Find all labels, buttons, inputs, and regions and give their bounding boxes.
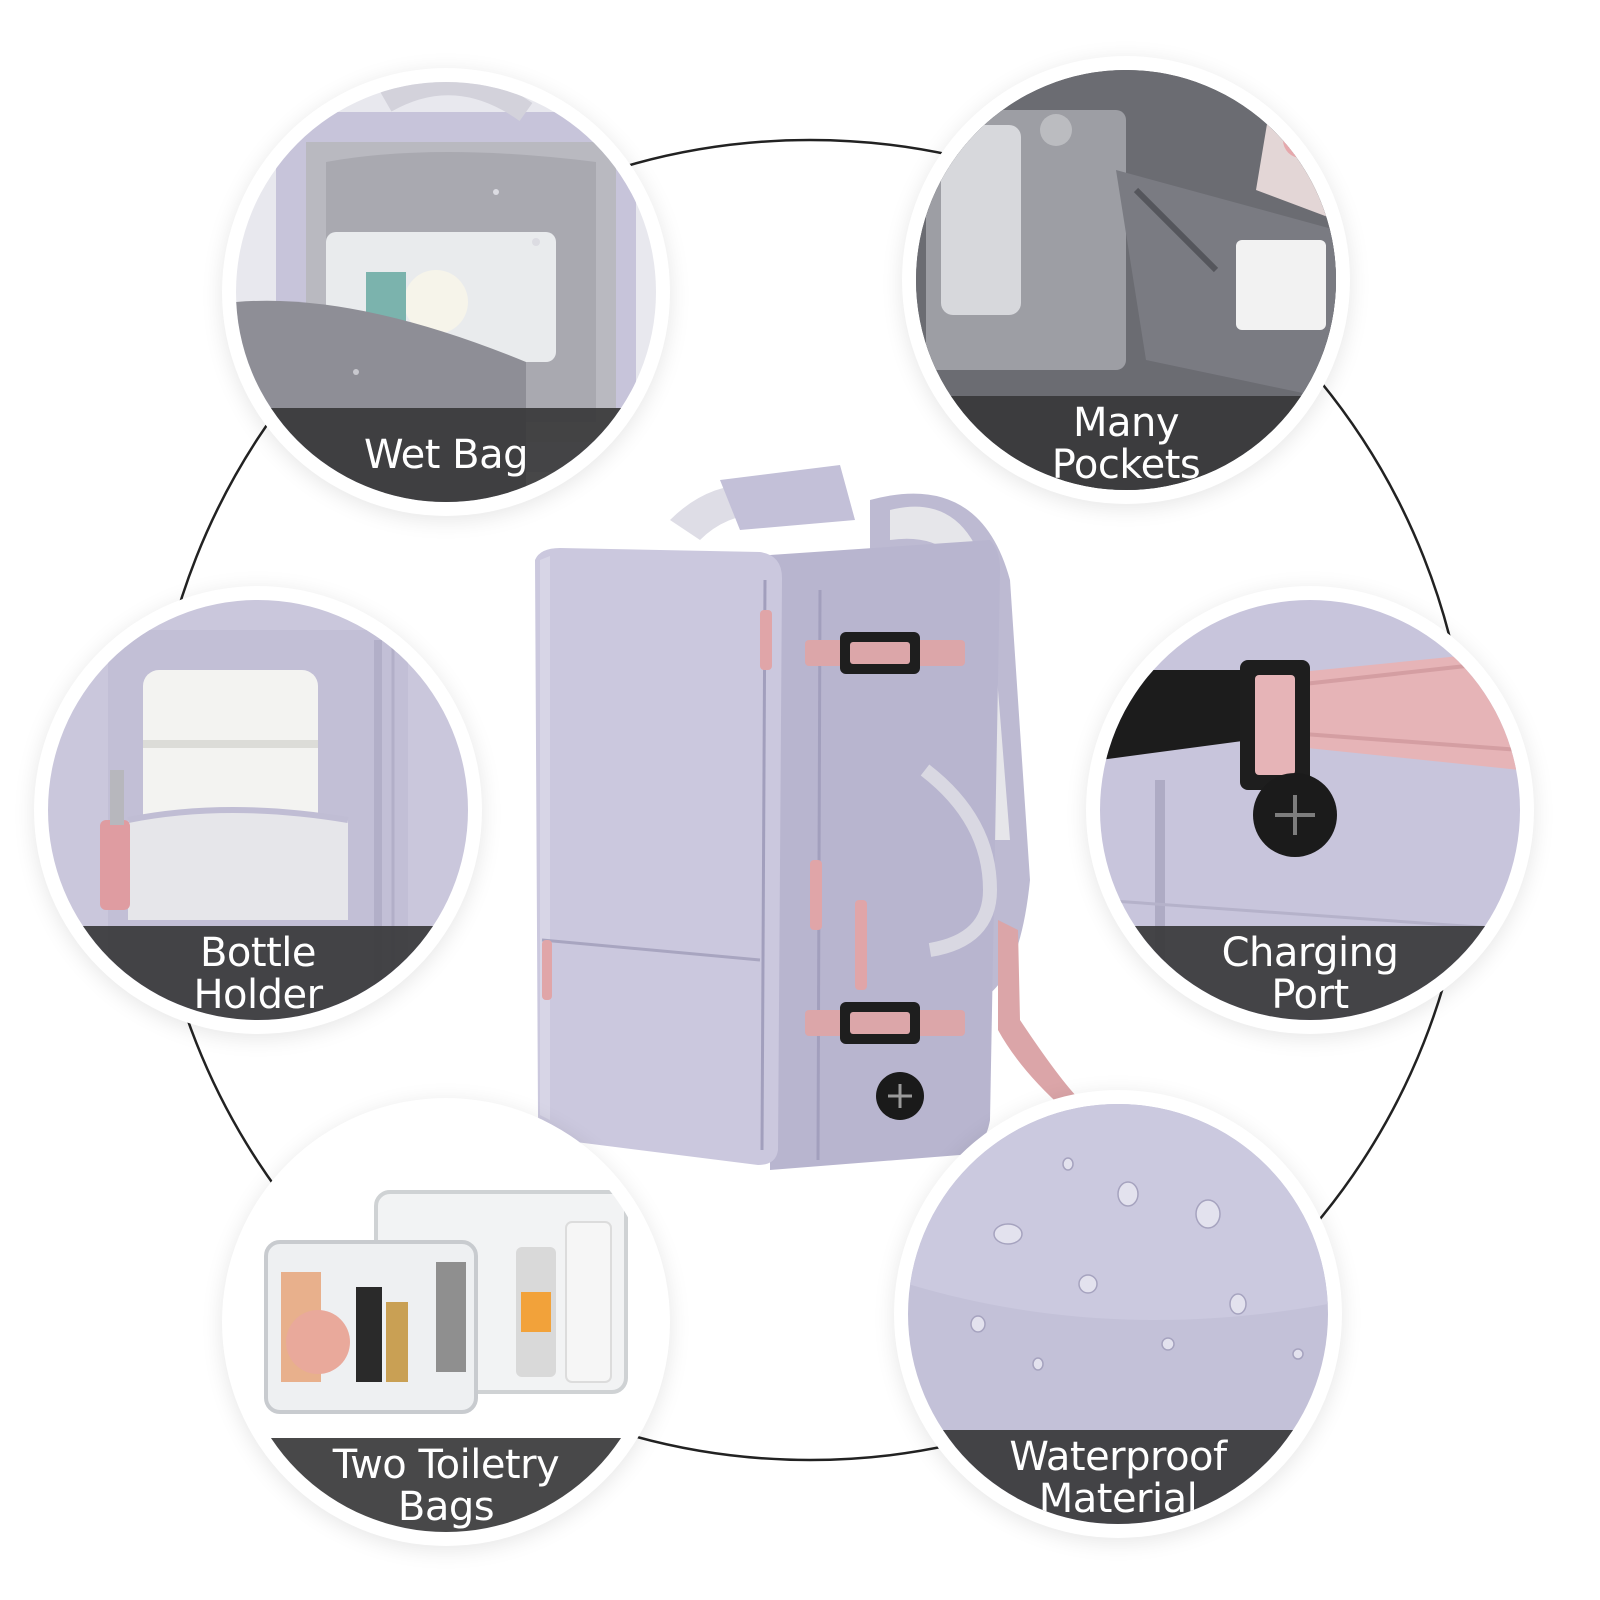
many-pockets-label: Many Pockets bbox=[1051, 400, 1201, 488]
label-band: Many Pockets bbox=[916, 396, 1336, 490]
many-pockets-photo bbox=[916, 70, 1336, 490]
label-band: Wet Bag bbox=[236, 408, 656, 502]
wet-bag-label: Wet Bag bbox=[363, 432, 529, 478]
feature-callout-charging-port: Charging Port bbox=[1100, 600, 1520, 1020]
charging-port-label: Charging Port bbox=[1221, 930, 1399, 1018]
waterproof-material-label: Waterproof Material bbox=[1009, 1434, 1227, 1522]
label-band: Charging Port bbox=[1100, 926, 1520, 1020]
two-toiletry-bags-label: Two Toiletry Bags bbox=[332, 1442, 560, 1530]
label-band: Two Toiletry Bags bbox=[236, 1438, 656, 1532]
bottle-holder-label: Bottle Holder bbox=[193, 930, 323, 1018]
feature-callout-many-pockets: Many Pockets bbox=[916, 70, 1336, 490]
feature-callout-wet-bag: Wet Bag bbox=[236, 82, 656, 502]
feature-callout-two-toiletry-bags: Two Toiletry Bags bbox=[236, 1112, 656, 1532]
label-band: Waterproof Material bbox=[908, 1430, 1328, 1524]
label-band: Bottle Holder bbox=[48, 926, 468, 1020]
feature-callout-waterproof-material: Waterproof Material bbox=[908, 1104, 1328, 1524]
backpack-image bbox=[535, 465, 1080, 1170]
feature-callout-bottle-holder: Bottle Holder bbox=[48, 600, 468, 1020]
